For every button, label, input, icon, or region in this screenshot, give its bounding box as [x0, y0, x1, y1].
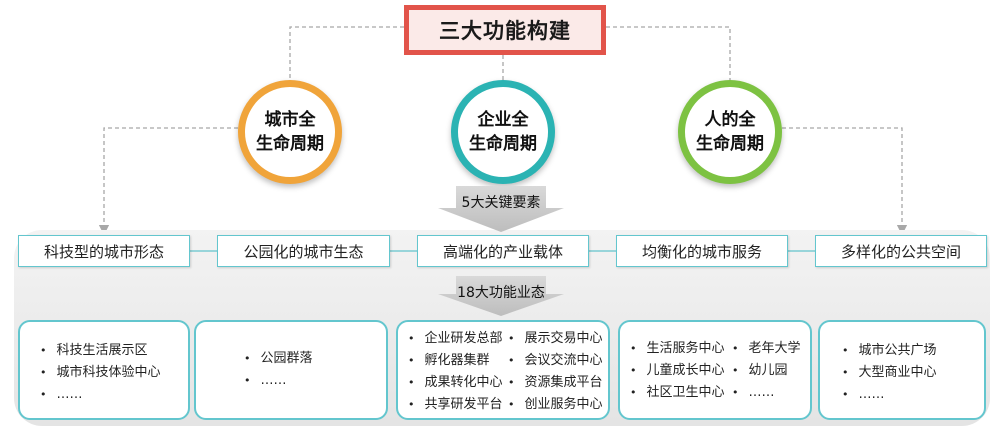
- list-item: ……: [842, 384, 937, 406]
- list-item: 企业研发总部: [408, 328, 503, 350]
- card-park-ecology: 公园群落 ……: [194, 320, 388, 420]
- card-industry-carrier: 企业研发总部 孵化器集群 成果转化中心 共享研发平台 展示交易中心 会议交流中心…: [396, 320, 610, 420]
- card-city-services: 生活服务中心 儿童成长中心 社区卫生中心 老年大学 幼儿园 ……: [618, 320, 812, 420]
- list-item: 城市公共广场: [842, 340, 937, 362]
- list-item: 会议交流中心: [508, 350, 603, 372]
- list-item: 幼儿园: [732, 360, 801, 382]
- element-label: 高端化的产业载体: [442, 242, 563, 261]
- enterprise-lifecycle-circle: 企业全 生命周期: [451, 80, 555, 184]
- connector-right-down: [782, 127, 908, 236]
- list-item: 成果转化中心: [408, 372, 503, 394]
- element-label: 公园化的城市生态: [243, 242, 364, 261]
- element-public-space: 多样化的公共空间: [815, 235, 987, 267]
- card-list: 城市公共广场 大型商业中心 ……: [842, 340, 937, 406]
- people-lifecycle-circle: 人的全 生命周期: [678, 80, 782, 184]
- element-label: 均衡化的城市服务: [641, 242, 762, 261]
- list-item: 社区卫生中心: [630, 382, 725, 404]
- people-lifecycle-line1: 人的全: [704, 110, 756, 130]
- list-item: 儿童成长中心: [630, 360, 725, 382]
- list-item: ……: [732, 382, 801, 404]
- title-text: 三大功能构建: [439, 19, 571, 43]
- card-public-space: 城市公共广场 大型商业中心 ……: [818, 320, 986, 420]
- connector-left-down: [98, 127, 238, 236]
- element-park-ecology: 公园化的城市生态: [217, 235, 390, 267]
- list-item: 科技生活展示区: [40, 340, 161, 362]
- element-tech-city-form: 科技型的城市形态: [18, 235, 190, 267]
- arrow-key-elements: 5大关键要素: [438, 186, 564, 232]
- enterprise-lifecycle-line2: 生命周期: [469, 134, 537, 154]
- arrow-business-types: 18大功能业态: [438, 276, 564, 316]
- title-box: 三大功能构建: [404, 5, 606, 55]
- card-tech-city: 科技生活展示区 城市科技体验中心 ……: [18, 320, 190, 420]
- people-lifecycle-line2: 生命周期: [696, 134, 764, 154]
- list-item: 共享研发平台: [408, 394, 503, 416]
- list-item: ……: [40, 384, 161, 406]
- business-types-label: 18大功能业态: [457, 285, 545, 301]
- city-lifecycle-line1: 城市全: [264, 110, 316, 130]
- list-item: 老年大学: [732, 338, 801, 360]
- card-list-col1: 生活服务中心 儿童成长中心 社区卫生中心: [630, 338, 725, 404]
- element-city-services: 均衡化的城市服务: [616, 235, 788, 267]
- card-list-col2: 展示交易中心 会议交流中心 资源集成平台 创业服务中心: [508, 328, 603, 416]
- element-label: 多样化的公共空间: [840, 242, 961, 261]
- element-label: 科技型的城市形态: [43, 242, 164, 261]
- list-item: 创业服务中心: [508, 394, 603, 416]
- connector-title-left: [289, 26, 404, 80]
- card-list: 公园群落 ……: [244, 348, 313, 392]
- element-industry-carrier: 高端化的产业载体: [417, 235, 589, 267]
- list-item: 资源集成平台: [508, 372, 603, 394]
- list-item: 孵化器集群: [408, 350, 503, 372]
- list-item: 大型商业中心: [842, 362, 937, 384]
- card-list-col1: 企业研发总部 孵化器集群 成果转化中心 共享研发平台: [408, 328, 503, 416]
- city-lifecycle-line2: 生命周期: [256, 134, 324, 154]
- city-lifecycle-circle: 城市全 生命周期: [238, 80, 342, 184]
- list-item: 城市科技体验中心: [40, 362, 161, 384]
- key-elements-label: 5大关键要素: [461, 195, 541, 211]
- card-list-col2: 老年大学 幼儿园 ……: [732, 338, 801, 404]
- list-item: 公园群落: [244, 348, 313, 370]
- enterprise-lifecycle-line1: 企业全: [477, 110, 529, 130]
- list-item: 生活服务中心: [630, 338, 725, 360]
- card-list: 科技生活展示区 城市科技体验中心 ……: [40, 340, 161, 406]
- list-item: 展示交易中心: [508, 328, 603, 350]
- list-item: ……: [244, 370, 313, 392]
